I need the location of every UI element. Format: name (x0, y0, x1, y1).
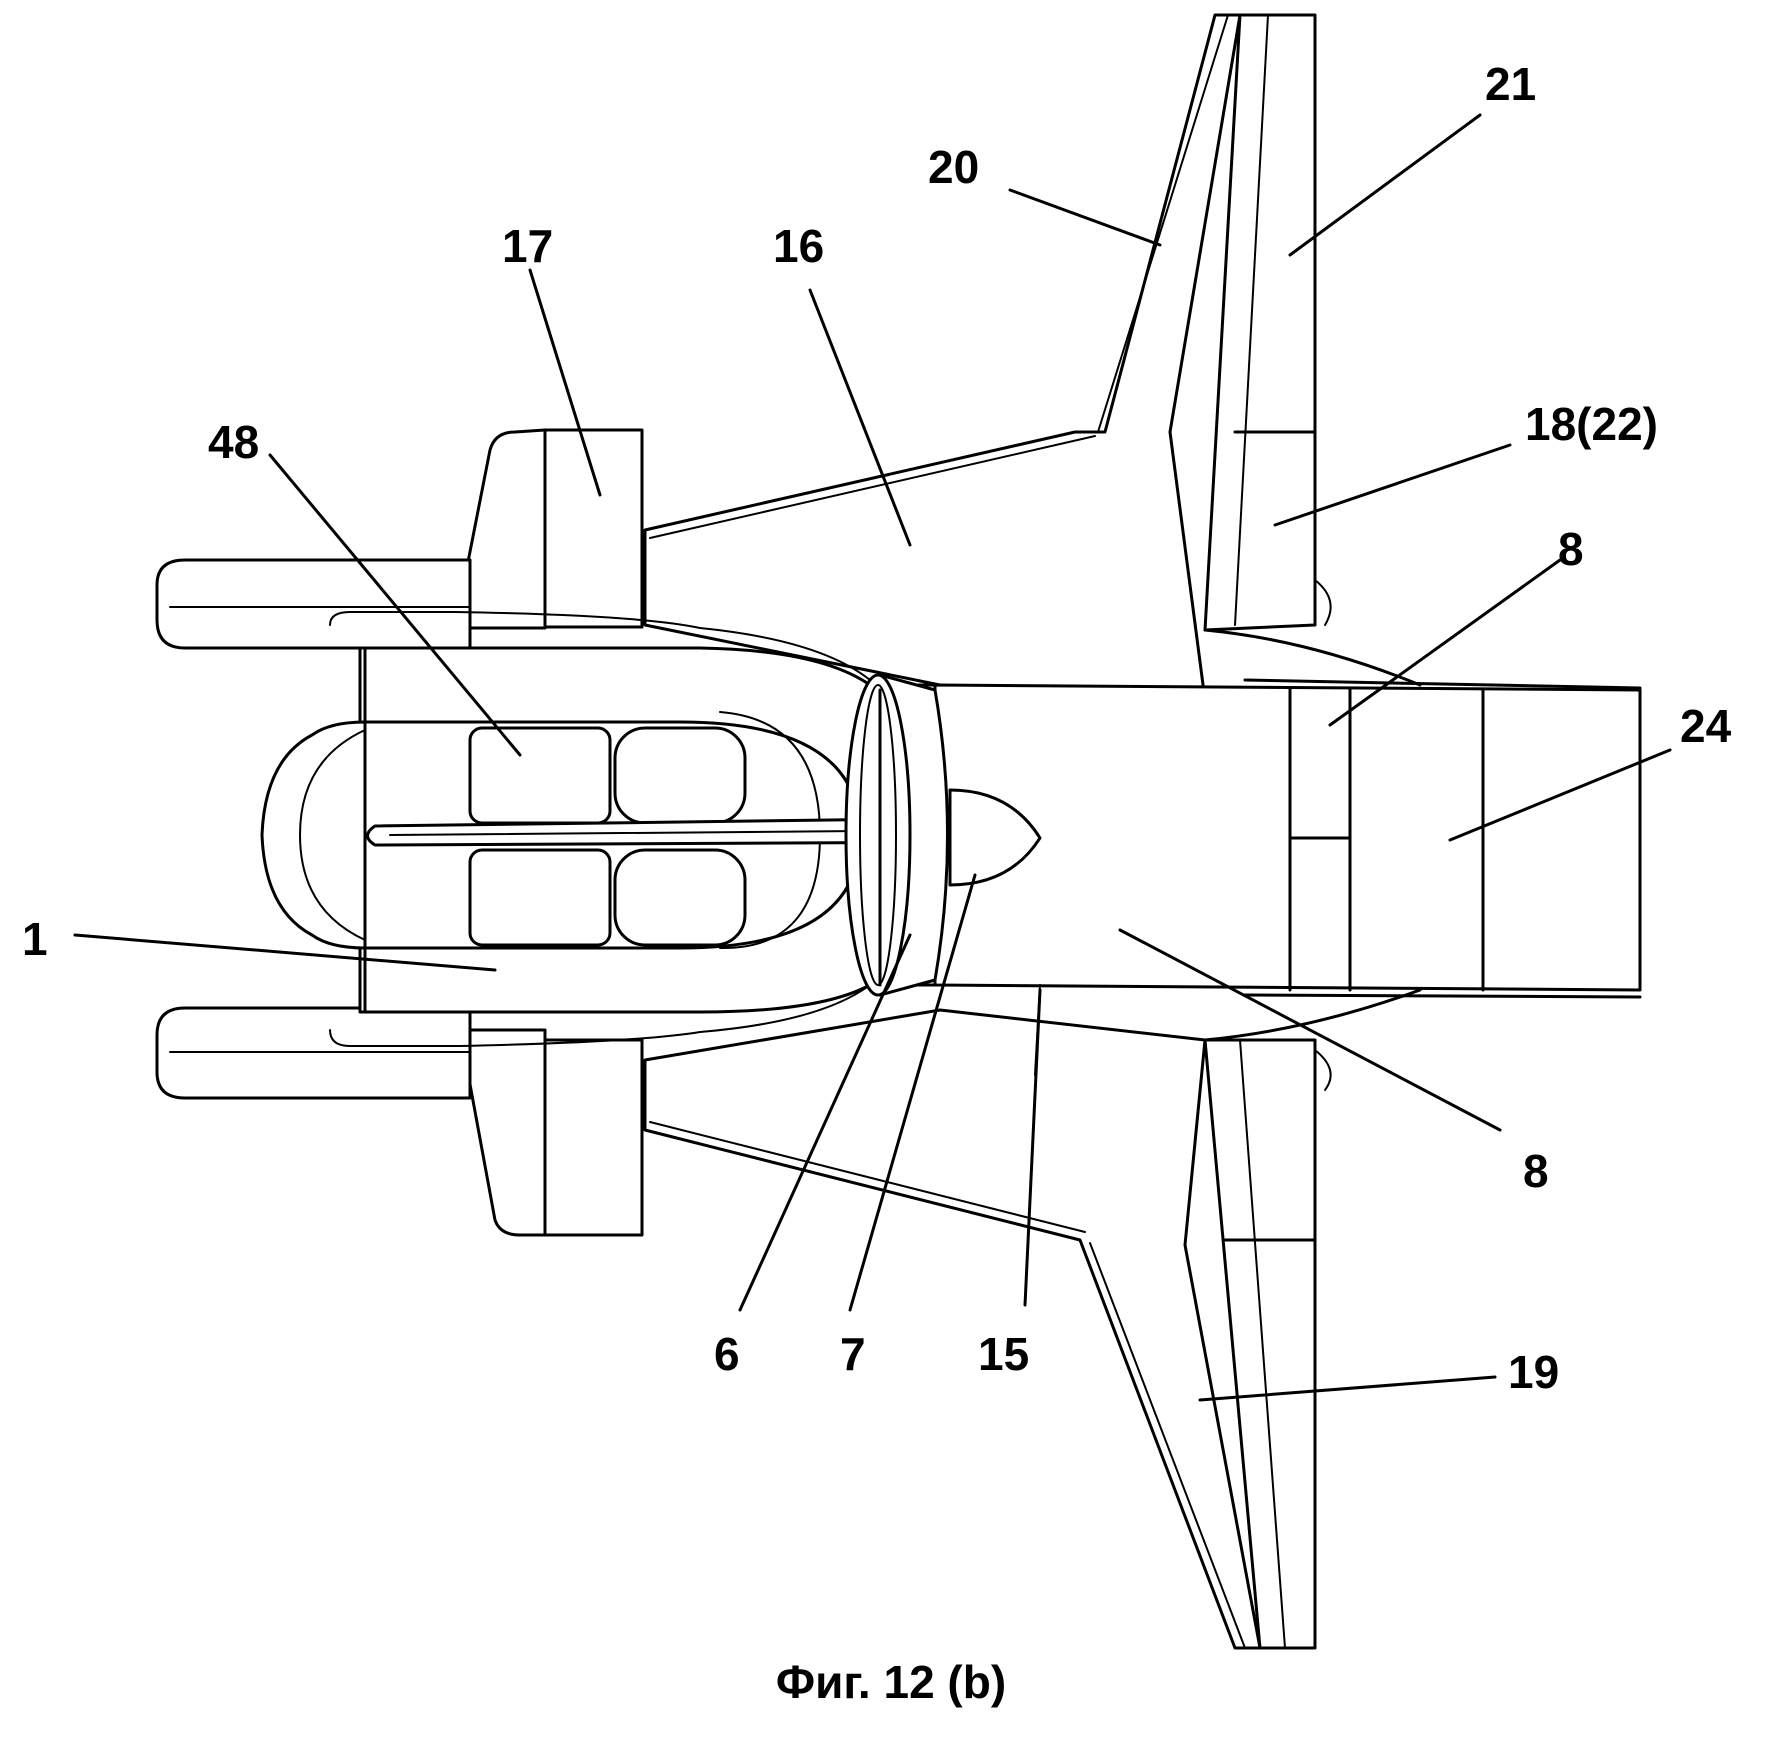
label-8b: 8 (1523, 1145, 1549, 1197)
leader-21 (1288, 113, 1482, 257)
lower-wing (643, 1008, 1262, 1650)
leader-8a (1328, 558, 1562, 727)
lower-canard (458, 1028, 547, 1237)
leader-18 (1273, 443, 1512, 527)
leader-24 (1448, 748, 1672, 842)
canopy-panel-bottom-right (613, 848, 747, 947)
figure-caption: Фиг. 12 (b) (775, 1656, 1007, 1708)
label-8a: 8 (1558, 523, 1584, 575)
upper-wing (643, 13, 1242, 702)
upper-wing-chord-line (649, 435, 1096, 539)
fuselage-upper-shoulder (329, 611, 871, 681)
lower-wing-leading-edge (1089, 1242, 1246, 1649)
lower-tail-fin-hinge (1239, 1039, 1286, 1649)
leader-48 (268, 453, 522, 757)
upper-tail-fin (1203, 13, 1317, 632)
label-21: 21 (1485, 58, 1536, 110)
label-48: 48 (208, 416, 259, 468)
leader-15 (1023, 988, 1042, 1307)
leader-1 (73, 933, 497, 972)
tail-boom-bottom-rail (1243, 993, 1642, 999)
upper-canard (453, 428, 547, 630)
label-6: 6 (714, 1328, 740, 1380)
leader-8b (1118, 928, 1502, 1132)
lower-fin-joint (1314, 1049, 1332, 1091)
leader-6 (738, 933, 912, 1312)
tail-boom-top-rail (1243, 678, 1642, 690)
upper-wing-leading-edge (1097, 14, 1229, 433)
canopy-inner-frame (299, 729, 366, 941)
canopy-panel-top-left (468, 726, 612, 825)
label-16: 16 (773, 220, 824, 272)
canopy-bubble (260, 720, 367, 950)
propeller-ring (844, 673, 912, 997)
label-20: 20 (928, 141, 979, 193)
leader-7 (848, 873, 977, 1312)
lower-wing-chord-line (649, 1121, 1086, 1233)
canopy-panel-top-right (613, 726, 747, 825)
label-17: 17 (502, 220, 553, 272)
upper-engine-pod (155, 558, 472, 650)
label-7: 7 (840, 1328, 866, 1380)
label-15: 15 (978, 1328, 1029, 1380)
leader-16 (808, 288, 912, 547)
lower-tail-fin (1203, 1038, 1317, 1650)
leader-17 (528, 268, 602, 497)
propeller-ring-inner (859, 684, 897, 986)
fuselage-lower-shoulder (329, 984, 871, 1047)
label-19: 19 (1508, 1346, 1559, 1398)
lower-canard-root-box (543, 1038, 644, 1237)
label-18: 18(22) (1525, 398, 1658, 450)
leader-20 (1008, 188, 1162, 247)
lower-tail-fairing (1203, 988, 1422, 1042)
canopy-panel-bottom-left (468, 848, 612, 947)
leader-19 (1198, 1375, 1497, 1402)
propeller-hub (948, 788, 1042, 887)
label-24: 24 (1680, 700, 1732, 752)
label-1: 1 (22, 913, 48, 965)
upper-fin-joint (1314, 579, 1332, 626)
upper-canard-root-box (543, 428, 644, 629)
upper-tail-fairing (1203, 628, 1422, 687)
upper-tail-fin-hinge (1234, 14, 1269, 626)
